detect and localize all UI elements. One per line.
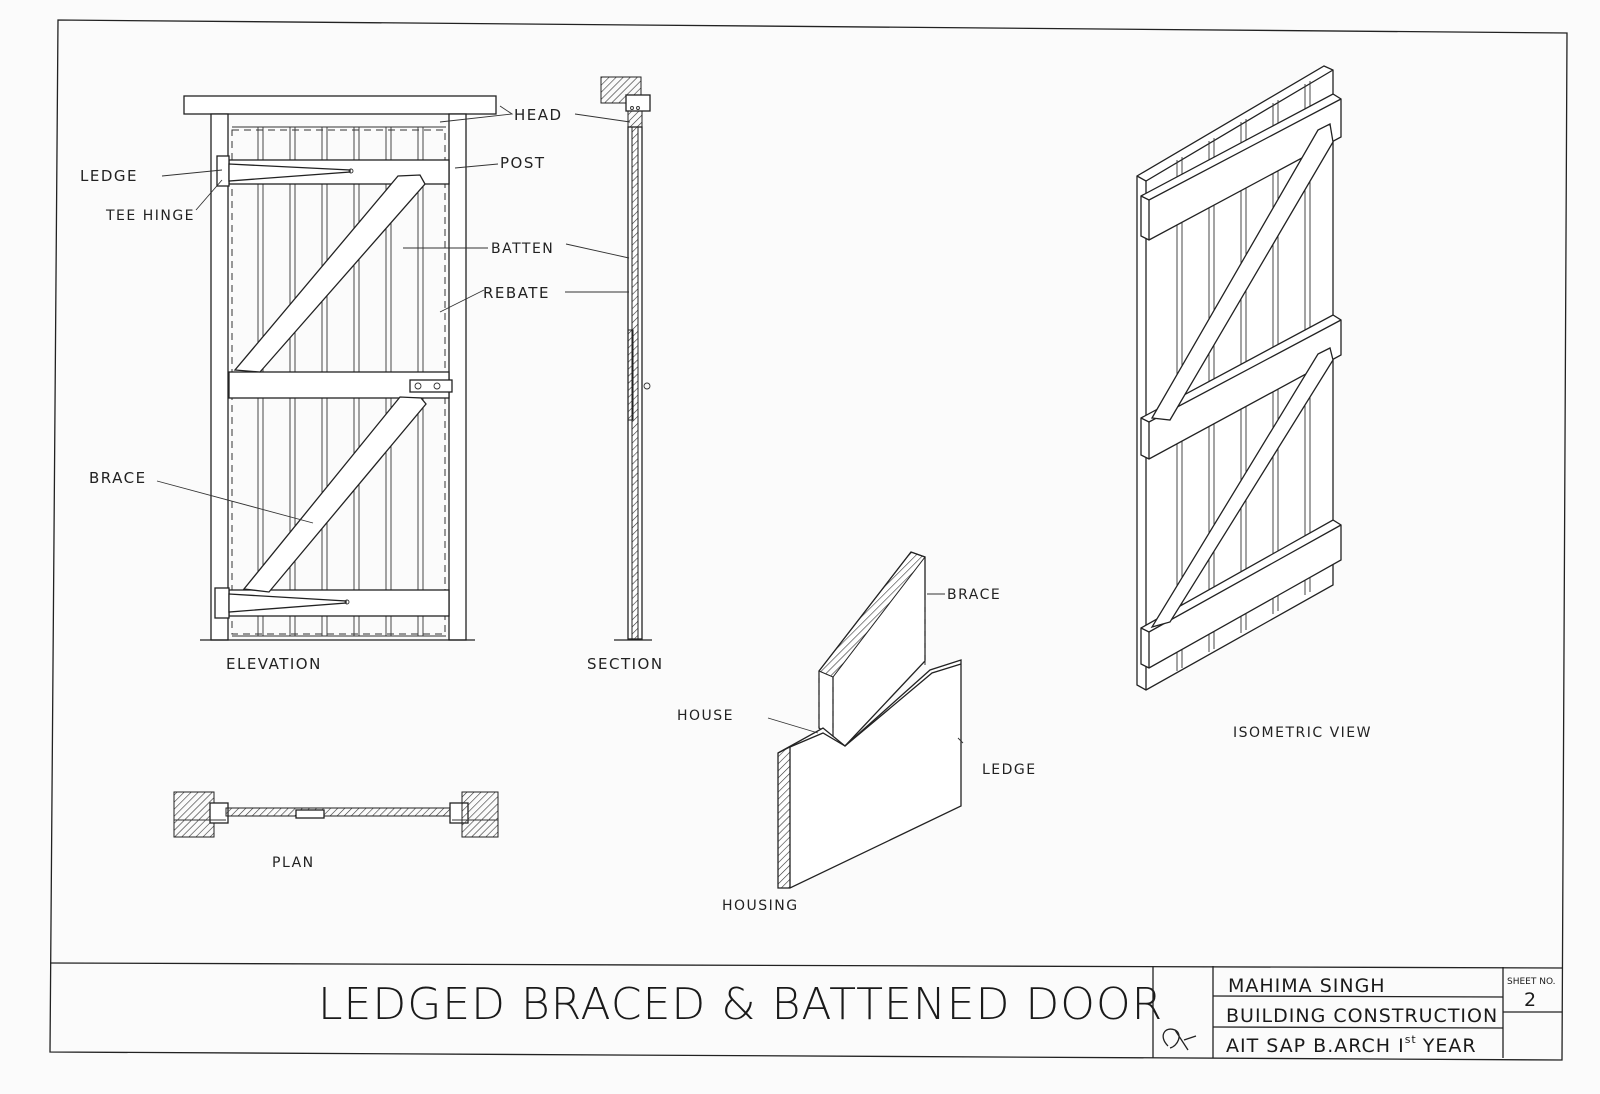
sheet-number: 2	[1524, 989, 1537, 1011]
label-tee-hinge: TEE HINGE	[105, 208, 195, 224]
label-detail-brace: BRACE	[947, 587, 1001, 603]
label-house: HOUSE	[677, 708, 734, 724]
subject-name: BUILDING CONSTRUCTION	[1226, 1005, 1498, 1027]
sheet-border	[49, 19, 1568, 1061]
title-block	[1152, 966, 1562, 1058]
isometric-view	[1136, 65, 1342, 691]
label-ledge: LEDGE	[80, 167, 138, 185]
elevation-view	[156, 95, 514, 641]
signature-mark	[1162, 1028, 1197, 1051]
label-batten: BATTEN	[491, 241, 554, 257]
student-name: MAHIMA SINGH	[1228, 975, 1386, 997]
section-view	[565, 76, 652, 641]
label-plan: PLAN	[272, 855, 315, 871]
label-housing: HOUSING	[722, 898, 799, 914]
label-isometric-view: ISOMETRIC VIEW	[1233, 725, 1372, 741]
sheet-number-label: SHEET NO.	[1507, 977, 1556, 987]
label-post: POST	[500, 154, 546, 172]
label-brace: BRACE	[89, 469, 147, 487]
housing-detail	[767, 551, 964, 889]
label-section: SECTION	[587, 655, 664, 673]
drawing-title: LEDGED BRACED & BATTENED DOOR	[318, 979, 1163, 1030]
label-detail-ledge: LEDGE	[982, 762, 1037, 778]
plan-view	[173, 791, 499, 838]
tee-hinge-top	[216, 155, 354, 187]
label-elevation: ELEVATION	[226, 655, 322, 673]
tee-hinge-bottom	[214, 587, 350, 619]
label-rebate: REBATE	[483, 284, 550, 302]
label-head: HEAD	[514, 106, 563, 124]
